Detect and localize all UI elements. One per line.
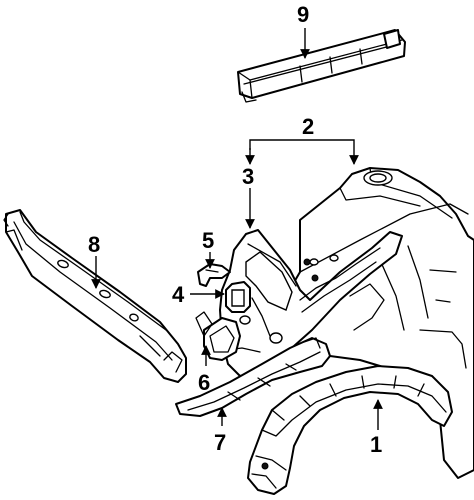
callout-8: 8 (88, 232, 100, 257)
callout-3: 3 (242, 164, 254, 189)
part-3-apron-panel (219, 167, 474, 479)
callout-7: 7 (214, 430, 226, 455)
callout-4: 4 (172, 282, 185, 307)
part-7-splash-shield (175, 337, 331, 417)
leader-2 (249, 139, 359, 165)
callout-1: 1 (370, 432, 382, 457)
part-8-radiator-support (3, 209, 187, 383)
part-9-upper-rail (237, 29, 406, 103)
callout-6: 6 (198, 370, 210, 395)
callout-2: 2 (302, 114, 314, 139)
leader-lines (91, 28, 383, 430)
callout-9: 9 (297, 2, 309, 27)
callout-5: 5 (202, 228, 214, 253)
part-4-reinforcement (225, 281, 251, 313)
part-1-fender-liner (247, 365, 453, 495)
